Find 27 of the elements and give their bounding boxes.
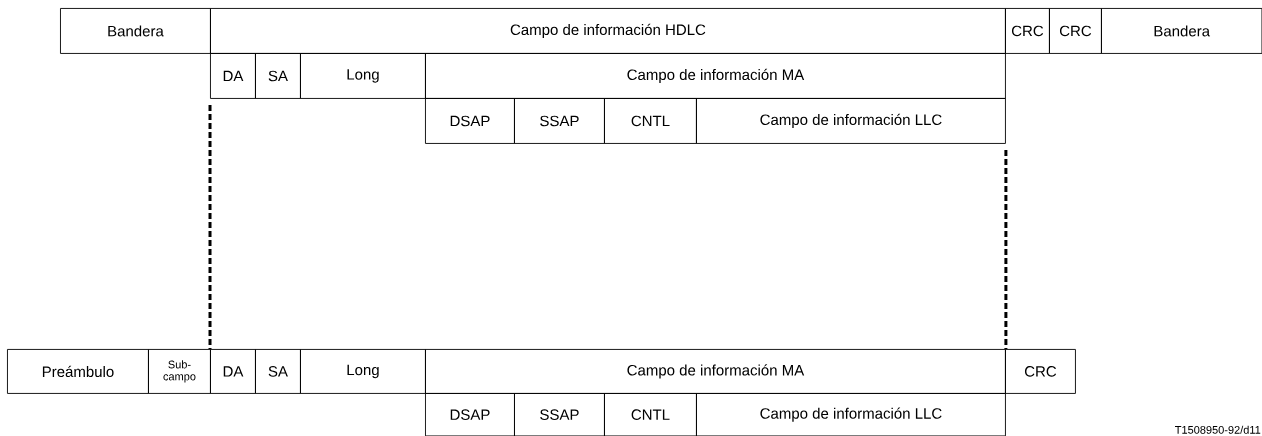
field-cell: CNTL bbox=[604, 393, 697, 436]
field-cell: CRC bbox=[1005, 349, 1076, 394]
dashed-line bbox=[1004, 149, 1008, 349]
field-cell: Campo de información HDLC bbox=[210, 8, 1006, 54]
field-cell: CRC bbox=[1005, 8, 1050, 54]
field-cell: Campo de información MA bbox=[425, 53, 1006, 99]
field-cell: Campo de información MA bbox=[425, 349, 1006, 394]
field-cell: DSAP bbox=[425, 393, 515, 436]
dashed-line bbox=[208, 104, 212, 349]
field-cell: Long bbox=[300, 53, 426, 99]
field-cell: CNTL bbox=[604, 98, 697, 144]
field-cell: DA bbox=[210, 53, 256, 99]
field-cell: Bandera bbox=[1101, 8, 1262, 54]
field-cell: Campo de información LLC bbox=[696, 393, 1006, 436]
figure-code: T1508950-92/d11 bbox=[1175, 425, 1261, 434]
field-cell: CRC bbox=[1049, 8, 1102, 54]
field-cell: Long bbox=[300, 349, 426, 394]
field-cell: SA bbox=[255, 349, 301, 394]
field-cell: Preámbulo bbox=[7, 349, 149, 394]
field-cell: DA bbox=[210, 349, 256, 394]
field-cell: Campo de información LLC bbox=[696, 98, 1006, 144]
field-cell: SSAP bbox=[514, 98, 605, 144]
field-cell: DSAP bbox=[425, 98, 515, 144]
field-cell: SSAP bbox=[514, 393, 605, 436]
field-cell: SA bbox=[255, 53, 301, 99]
field-cell: Bandera bbox=[60, 8, 211, 54]
field-cell: Sub-campo bbox=[148, 349, 211, 394]
